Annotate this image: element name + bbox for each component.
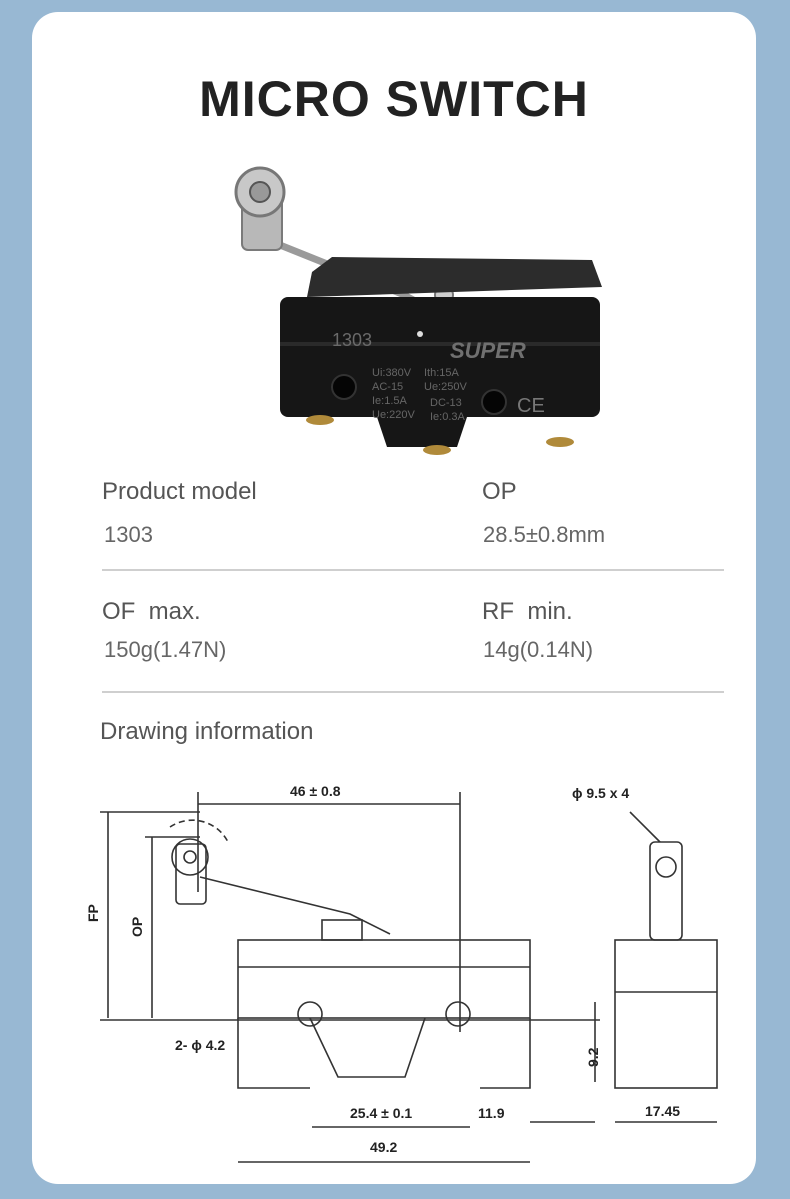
dim-pin-spacing: 25.4 ± 0.1 xyxy=(350,1105,412,1121)
rating-right-3: DC-13 xyxy=(430,397,462,409)
spec-divider-1 xyxy=(102,569,724,571)
dim-depth: 17.45 xyxy=(645,1103,680,1119)
drawing-heading: Drawing information xyxy=(100,718,314,745)
dim-fp: FP xyxy=(85,904,101,922)
rating-right-1: Ith:15A xyxy=(424,367,460,379)
product-card: MICRO SWITCH 1303 SUPER Ui:380V AC-15 Ie… xyxy=(32,12,756,1184)
spec-label-of: OF max. xyxy=(102,598,201,625)
dim-roller: ϕ 9.5 x 4 xyxy=(572,785,629,801)
rating-left-2: AC-15 xyxy=(372,381,403,393)
spec-value-of: 150g(1.47N) xyxy=(104,637,227,662)
rating-left-4: Ue:220V xyxy=(372,409,415,421)
dim-width-top: 46 ± 0.8 xyxy=(290,783,341,799)
photo-model-print: 1303 xyxy=(332,330,372,350)
spec-label-model: Product model xyxy=(102,478,257,505)
page-title: MICRO SWITCH xyxy=(199,71,589,127)
dim-op: OP xyxy=(129,917,145,937)
dim-height: 9.2 xyxy=(585,1047,601,1067)
spec-label-rf: RF min. xyxy=(482,598,573,625)
spec-divider-2 xyxy=(102,691,724,693)
spec-value-model: 1303 xyxy=(104,522,153,547)
rating-left-3: Ie:1.5A xyxy=(372,395,408,407)
dim-hole: 2- ϕ 4.2 xyxy=(175,1037,225,1053)
ce-mark-icon: CE xyxy=(517,395,545,417)
rating-right-2: Ue:250V xyxy=(424,381,467,393)
spec-label-op: OP xyxy=(482,478,517,505)
rating-left-1: Ui:380V xyxy=(372,367,412,379)
dim-total-width: 49.2 xyxy=(370,1139,397,1155)
rating-right-4: Ie:0.3A xyxy=(430,411,466,423)
spec-value-op: 28.5±0.8mm xyxy=(483,522,606,547)
technical-drawing: 46 ± 0.8 FP OP 2- ϕ 4.2 25.4 ± 0.1 11.9 … xyxy=(85,783,718,1163)
product-photo: 1303 SUPER Ui:380V AC-15 Ie:1.5A Ue:220V… xyxy=(234,166,602,455)
spec-value-rf: 14g(0.14N) xyxy=(483,637,594,662)
photo-brand-print: SUPER xyxy=(450,338,526,363)
dim-right-offset: 11.9 xyxy=(478,1105,505,1121)
